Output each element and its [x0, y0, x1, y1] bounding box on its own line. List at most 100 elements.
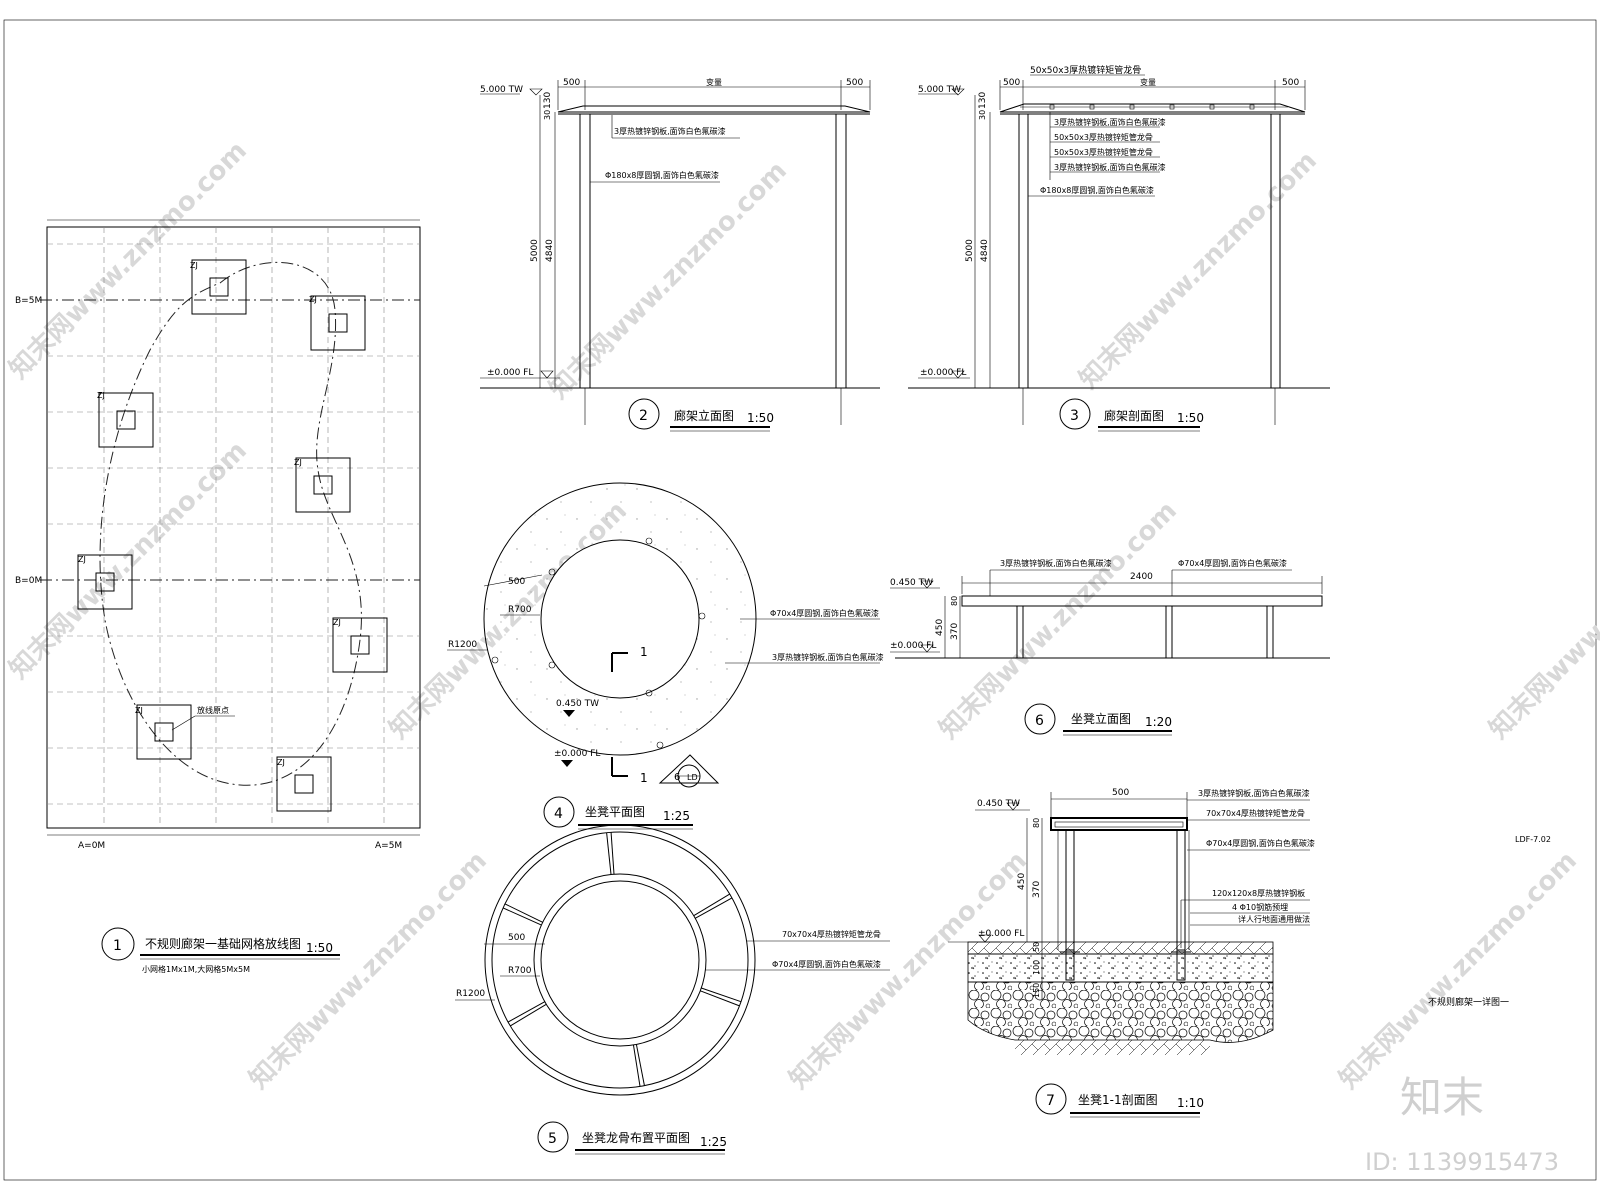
svg-text:ZJ: ZJ: [97, 391, 105, 400]
svg-text:0.450 TW: 0.450 TW: [977, 799, 1020, 809]
concrete-layer: [967, 953, 1274, 983]
svg-text:150: 150: [1032, 983, 1041, 998]
svg-text:R700: R700: [508, 605, 532, 615]
svg-text:±0.000 FL: ±0.000 FL: [890, 641, 936, 651]
drawing-2-pergola-elevation: 5.000 TW ±0.000 FL 500 变量 500 130 30 500…: [480, 77, 880, 432]
svg-text:4: 4: [554, 806, 563, 822]
footing-zj: ZJ: [294, 457, 351, 513]
drawing-6-bench-elevation: 0.450 TW ±0.000 FL 2400 80 450 370 3厚热镀锌…: [890, 558, 1330, 736]
svg-text:500: 500: [846, 78, 863, 88]
post: [835, 113, 847, 389]
svg-text:4 Φ10钢筋预埋: 4 Φ10钢筋预埋: [1232, 902, 1288, 912]
axis-label-b5: B=5M: [15, 296, 42, 306]
drawing-6-scale: 1:20: [1145, 715, 1172, 729]
svg-text:R1200: R1200: [456, 989, 485, 999]
svg-text:3: 3: [1070, 408, 1079, 424]
svg-text:80: 80: [950, 596, 959, 606]
note: 3厚热镀锌钢板,面饰白色氟碳漆: [614, 126, 726, 136]
footing-zj: ZJ: [276, 756, 332, 812]
svg-text:70x70x4厚热镀锌矩管龙骨: 70x70x4厚热镀锌矩管龙骨: [1206, 808, 1305, 818]
drawing-2-scale: 1:50: [747, 411, 774, 425]
frame-rib: [700, 990, 740, 1007]
svg-text:1: 1: [640, 645, 648, 659]
drawing-6-title: 坐凳立面图: [1071, 711, 1131, 726]
bench-seat-section: [1050, 817, 1188, 831]
drawing-5-title: 坐凳龙骨布置平面图: [582, 1130, 690, 1145]
svg-text:详人行地面通用做法: 详人行地面通用做法: [1238, 914, 1310, 924]
svg-text:0.450 TW: 0.450 TW: [556, 699, 599, 709]
note: Φ180x8厚圆钢,面饰白色氟碳漆: [605, 170, 719, 180]
svg-text:ZJ: ZJ: [78, 555, 86, 564]
brand-logo: 知末: [1400, 1073, 1484, 1122]
image-id: ID: 1139915473: [1365, 1148, 1559, 1176]
drawing-5-scale: 1:25: [700, 1135, 727, 1149]
footing-zj: ZJ: [309, 295, 366, 351]
drawing-3-title: 廊架剖面图: [1104, 408, 1164, 423]
svg-text:Φ180x8厚圆钢,面饰白色氟碳漆: Φ180x8厚圆钢,面饰白色氟碳漆: [1040, 185, 1154, 195]
svg-text:500: 500: [1003, 78, 1020, 88]
svg-text:±0.000 FL: ±0.000 FL: [920, 368, 966, 378]
svg-text:Φ70x4厚圆钢,面饰白色氟碳漆: Φ70x4厚圆钢,面饰白色氟碳漆: [1178, 558, 1287, 568]
svg-text:370: 370: [950, 623, 960, 640]
sheet-code: LDF-7.02: [1515, 835, 1551, 844]
frame-rib: [502, 907, 542, 926]
sheet-title: 不规则廊架一详图一: [1428, 996, 1509, 1008]
svg-text:3厚热镀锌钢板,面饰白色氟碳漆: 3厚热镀锌钢板,面饰白色氟碳漆: [1198, 788, 1310, 798]
svg-text:R1200: R1200: [448, 640, 477, 650]
svg-text:ZJ: ZJ: [135, 706, 143, 715]
svg-text:Φ70x4厚圆钢,面饰白色氟碳漆: Φ70x4厚圆钢,面饰白色氟碳漆: [770, 608, 879, 618]
drawing-1-number: 1: [113, 938, 122, 954]
drawing-7-title: 坐凳1-1剖面图: [1078, 1092, 1158, 1107]
svg-text:3厚热镀锌钢板,面饰白色氟碳漆: 3厚热镀锌钢板,面饰白色氟碳漆: [772, 652, 884, 662]
drawing-5-bench-frame-plan: 500 R700 R1200 70x70x4厚热镀锌矩管龙骨 Φ70x4厚圆钢,…: [455, 824, 890, 1155]
sheet-border: [3, 19, 1597, 1181]
drawing-3-pergola-section: 5.000 TW ±0.000 FL 500 变量 500 50x50x3厚热镀…: [908, 64, 1330, 432]
footing-group: ZJ ZJ ZJ ZJ ZJ ZJ ZJ ZJ: [77, 259, 388, 812]
svg-text:1: 1: [640, 771, 648, 785]
svg-text:5.000 TW: 5.000 TW: [918, 85, 961, 95]
axis-label-a5: A=5M: [375, 841, 402, 851]
watermark-text: 知末网www.znzmo.com: [1074, 146, 1323, 395]
svg-text:500: 500: [508, 933, 525, 943]
svg-text:变量: 变量: [1140, 77, 1156, 87]
svg-text:70x70x4厚热镀锌矩管龙骨: 70x70x4厚热镀锌矩管龙骨: [782, 929, 881, 939]
frame-rib: [701, 987, 742, 1003]
frame-rib: [693, 893, 730, 917]
svg-text:130: 130: [978, 92, 988, 109]
frame-rib: [632, 1044, 641, 1087]
svg-text:30: 30: [978, 110, 987, 120]
paving-layer: [967, 941, 1274, 955]
footing-zj: ZJ: [77, 554, 133, 610]
drawing-1-scale: 1:50: [306, 941, 333, 955]
bench-seat: [961, 595, 1323, 607]
frame-rib: [504, 903, 543, 923]
svg-text:Φ70x4厚圆钢,面饰白色氟碳漆: Φ70x4厚圆钢,面饰白色氟碳漆: [1206, 838, 1315, 848]
svg-text:3厚热镀锌钢板,面饰白色氟碳漆: 3厚热镀锌钢板,面饰白色氟碳漆: [1000, 558, 1112, 568]
drawing-2-title: 廊架立面图: [674, 408, 734, 423]
svg-text:500: 500: [563, 78, 580, 88]
svg-text:50x50x3厚热镀锌矩管龙骨: 50x50x3厚热镀锌矩管龙骨: [1054, 147, 1153, 157]
svg-text:100: 100: [1032, 960, 1041, 975]
watermark-text: 知末网www.znzmo.com: [934, 496, 1183, 745]
drawing-1-grid-plan: B=5M B=0M A=0M A=5M ZJ ZJ ZJ ZJ ZJ ZJ ZJ…: [15, 219, 421, 974]
drawing-3-scale: 1:50: [1177, 411, 1204, 425]
svg-text:±0.000 FL: ±0.000 FL: [554, 749, 600, 759]
watermark-text: 知末网www.znzmo.com: [544, 156, 793, 405]
svg-text:50: 50: [1032, 942, 1041, 952]
axis-label-b0: B=0M: [15, 576, 42, 586]
svg-text:R700: R700: [508, 966, 532, 976]
origin-label: 放线原点: [197, 705, 229, 715]
svg-text:80: 80: [1032, 818, 1041, 828]
drawing-1-note: 小网格1Mx1M,大网格5Mx5M: [142, 964, 250, 974]
footing-zj: ZJ: [332, 617, 388, 673]
svg-text:50x50x3厚热镀锌矩管龙骨: 50x50x3厚热镀锌矩管龙骨: [1054, 132, 1153, 142]
axis-label-a0: A=0M: [78, 841, 105, 851]
gravel-layer: [967, 981, 1274, 1043]
level-top: 5.000 TW: [480, 85, 523, 95]
svg-text:370: 370: [1032, 881, 1042, 898]
frame-rib: [510, 1003, 547, 1027]
svg-text:7: 7: [1046, 1093, 1055, 1109]
canopy: [557, 105, 871, 113]
svg-text:2400: 2400: [1130, 572, 1153, 582]
bench-inner-edge: [540, 539, 700, 699]
